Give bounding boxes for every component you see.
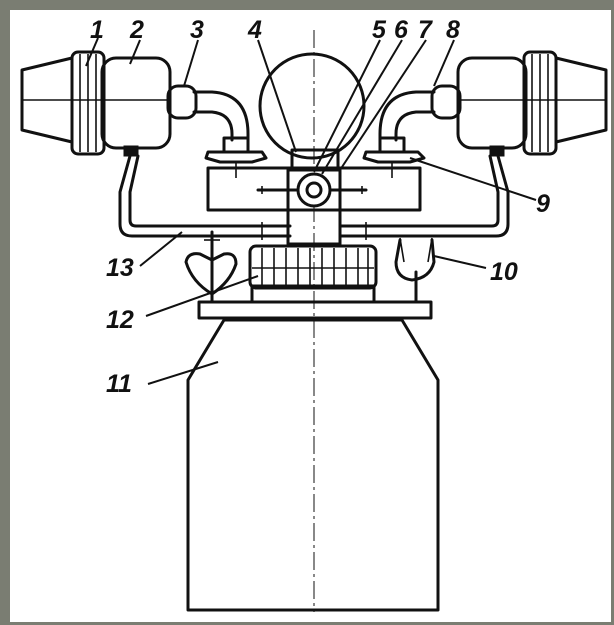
bottle — [186, 318, 440, 612]
bulb — [258, 52, 366, 160]
part-labels: 1 2 3 4 5 6 7 8 9 10 11 12 13 — [90, 16, 550, 398]
right-elbow — [378, 84, 462, 142]
label-7: 7 — [418, 16, 433, 44]
apparatus-diagram: 1 2 3 4 5 6 7 8 9 10 11 12 13 — [20, 16, 608, 612]
left-valve — [204, 136, 268, 178]
left-elbow — [166, 84, 250, 142]
left-hook — [184, 230, 238, 304]
left-cylinder — [20, 50, 172, 157]
label-2: 2 — [129, 16, 144, 44]
label-10: 10 — [490, 258, 518, 286]
left-pipe — [118, 154, 292, 240]
label-3: 3 — [190, 16, 204, 44]
label-8: 8 — [446, 16, 460, 44]
label-9: 9 — [536, 190, 550, 218]
central-valve — [256, 172, 368, 208]
right-valve — [362, 136, 426, 178]
label-4: 4 — [247, 16, 262, 44]
label-11: 11 — [106, 370, 132, 398]
diagram-frame: 1 2 3 4 5 6 7 8 9 10 11 12 13 — [10, 10, 611, 622]
right-cylinder — [456, 50, 608, 157]
label-5: 5 — [372, 16, 387, 44]
right-hook — [394, 237, 436, 304]
central-body — [206, 148, 422, 246]
label-1: 1 — [90, 16, 104, 44]
right-pipe — [338, 154, 510, 240]
label-6: 6 — [394, 16, 409, 44]
label-12: 12 — [106, 306, 134, 334]
threaded-cap — [248, 244, 378, 304]
base-plate — [197, 300, 433, 320]
leader-lines — [85, 37, 537, 385]
label-13: 13 — [106, 254, 134, 282]
